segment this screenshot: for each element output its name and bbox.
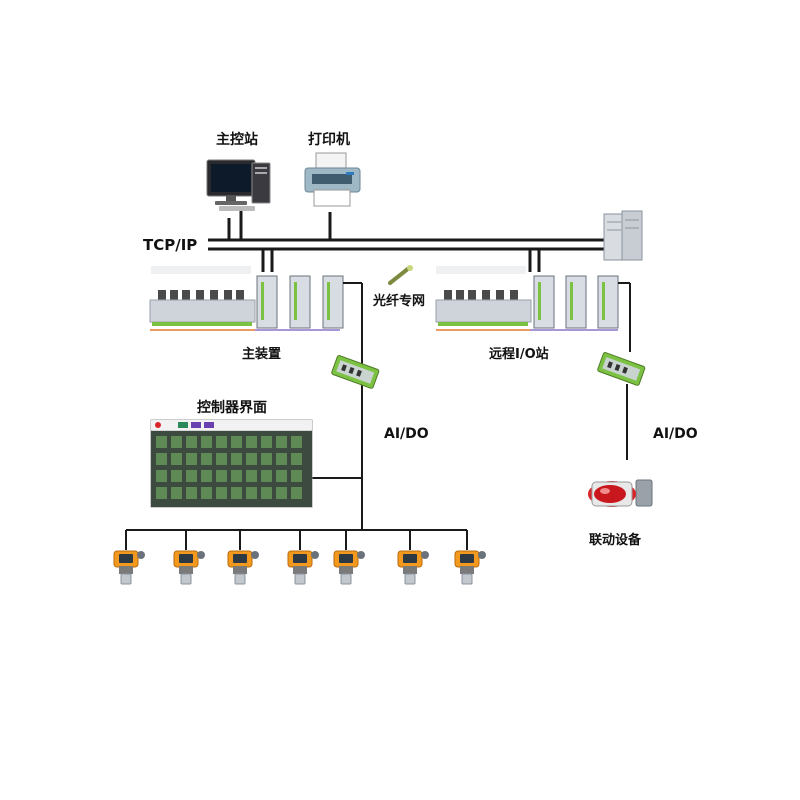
screen-cell (291, 470, 302, 482)
screen-cell (186, 487, 197, 499)
desktop-computer-icon (206, 159, 271, 211)
gas-detector-icon (227, 550, 259, 585)
gas-detector-icon (287, 550, 319, 585)
screen-cell (201, 470, 212, 482)
screen-cell (156, 453, 167, 465)
screen-cell (186, 470, 197, 482)
screen-cell (276, 436, 287, 448)
printer-label: 打印机 (308, 131, 350, 148)
screen-cell (261, 487, 272, 499)
gas-detector-icon (173, 550, 205, 585)
printer-icon (304, 152, 361, 207)
screen-cell (261, 453, 272, 465)
main-device-wiring (125, 282, 468, 550)
screen-cell (276, 487, 287, 499)
screen-cell (276, 470, 287, 482)
aido-left-label: AI/DO (384, 426, 429, 442)
screen-cell (216, 436, 227, 448)
screen-cell (246, 470, 257, 482)
screen-cell (171, 470, 182, 482)
screen-cell (216, 453, 227, 465)
master-station-label: 主控站 (216, 131, 258, 148)
main-device-rack (149, 266, 344, 331)
screen-cell (171, 436, 182, 448)
linkage-wiring (618, 282, 631, 460)
screen-cell (171, 453, 182, 465)
controller-ui-screen (150, 419, 313, 508)
screen-cell (246, 453, 257, 465)
screen-cell (156, 487, 167, 499)
screen-cell (201, 487, 212, 499)
gas-detector-icon (113, 550, 145, 585)
alarm-beacon-icon (588, 479, 653, 507)
controller-ui-label: 控制器界面 (197, 399, 267, 416)
gas-detector-icon (454, 550, 486, 585)
screen-cell (246, 436, 257, 448)
gas-detector-icon (333, 550, 365, 585)
linkage-device-label: 联动设备 (589, 532, 642, 548)
screen-cell-grid (156, 436, 302, 499)
remote-io-station-label: 远程I/O站 (489, 346, 549, 362)
screen-cell (171, 487, 182, 499)
io-module-icon (331, 355, 380, 389)
screen-cell (186, 453, 197, 465)
screen-cell (231, 453, 242, 465)
io-module-icon (597, 352, 646, 386)
fiber-network-label: 光纤专网 (372, 293, 425, 309)
screen-cell (156, 470, 167, 482)
screen-cell (246, 487, 257, 499)
screen-cell (261, 436, 272, 448)
screen-cell (216, 470, 227, 482)
screen-cell (156, 436, 167, 448)
main-device-label: 主装置 (242, 346, 281, 362)
screen-cell (216, 487, 227, 499)
screen-cell (276, 453, 287, 465)
screen-cell (291, 487, 302, 499)
server-icon (603, 210, 643, 261)
screen-cell (186, 436, 197, 448)
gas-detector-icon (397, 550, 429, 585)
screen-cell (201, 453, 212, 465)
remote-io-station-rack (435, 266, 619, 331)
fiber-connector-icon (388, 265, 413, 285)
tcpip-bus (208, 210, 605, 272)
aido-right-label: AI/DO (653, 426, 698, 442)
screen-cell (231, 436, 242, 448)
screen-cell (261, 470, 272, 482)
screen-cell (231, 470, 242, 482)
screen-cell (231, 487, 242, 499)
screen-cell (201, 436, 212, 448)
gas-detector-row (113, 550, 486, 585)
screen-cell (291, 453, 302, 465)
screen-cell (291, 436, 302, 448)
network-label: TCP/IP (143, 236, 197, 254)
